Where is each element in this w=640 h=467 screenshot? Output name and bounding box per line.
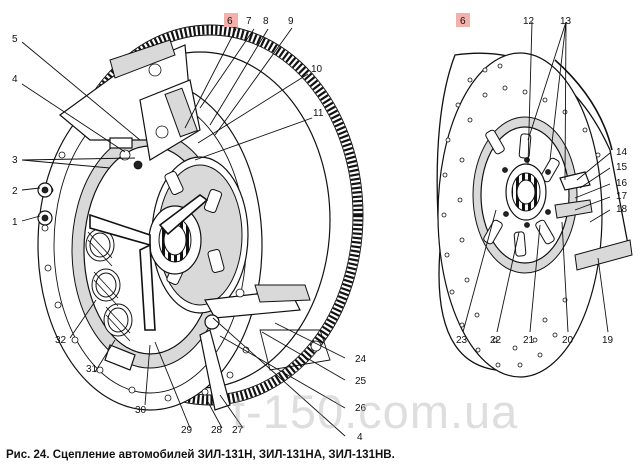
- label-31: 31: [86, 364, 98, 375]
- label-30: 30: [135, 405, 147, 416]
- highlight-6-left: [224, 13, 238, 27]
- label-12: 12: [523, 16, 535, 27]
- label-19: 19: [602, 335, 614, 346]
- label-17: 17: [616, 191, 628, 202]
- label-28: 28: [211, 425, 223, 436]
- disc-splined-hub: [505, 163, 547, 221]
- figure-caption: Рис. 24. Сцепление автомобилей ЗИЛ-131Н,…: [6, 449, 395, 461]
- label-14: 14: [616, 147, 628, 158]
- label-11: 11: [313, 108, 324, 119]
- label-25: 25: [355, 376, 367, 387]
- highlight-6-right: [456, 13, 470, 27]
- hub-rivets: [502, 157, 551, 228]
- watermark: t-150.com.ua: [232, 385, 519, 438]
- label-29: 29: [181, 425, 193, 436]
- rivet-holes: [441, 63, 601, 368]
- label-5: 5: [12, 34, 18, 45]
- release-levers: [89, 194, 209, 331]
- label-21: 21: [523, 335, 535, 346]
- label-3: 3: [12, 155, 18, 166]
- label-32: 32: [55, 335, 67, 346]
- label-9: 9: [288, 16, 294, 27]
- label-6: 6: [227, 16, 233, 27]
- label-4-bottom: 4: [357, 432, 363, 443]
- label-24: 24: [355, 354, 367, 365]
- label-8: 8: [263, 16, 269, 27]
- label-26: 26: [355, 403, 367, 414]
- label-r6: 6: [460, 16, 466, 27]
- label-23: 23: [456, 335, 468, 346]
- leader-lines: [21, 21, 611, 437]
- label-20: 20: [562, 335, 574, 346]
- label-4: 4: [12, 74, 18, 85]
- pressure-springs: [85, 228, 133, 342]
- label-13: 13: [560, 16, 572, 27]
- lever-support-bracket: [59, 39, 201, 161]
- label-10: 10: [311, 64, 323, 75]
- lower-lever: [104, 284, 331, 411]
- flange-bolts: [37, 137, 143, 226]
- right-labels: 6 12 13 14 15 16 17 18 19 20 21 22 23: [456, 16, 628, 346]
- label-18: 18: [616, 204, 628, 215]
- label-7: 7: [246, 16, 252, 27]
- label-27: 27: [232, 425, 244, 436]
- left-labels: 1 2 3 4 5 6 7 8 9 10 11 24 25 26 4 27 28…: [12, 16, 367, 443]
- clutch-assembly: [37, 24, 364, 411]
- driven-disc-detail: [436, 52, 633, 378]
- label-16: 16: [616, 178, 628, 189]
- label-1: 1: [12, 217, 18, 228]
- label-2: 2: [12, 186, 18, 197]
- label-22: 22: [490, 335, 502, 346]
- label-15: 15: [616, 162, 628, 173]
